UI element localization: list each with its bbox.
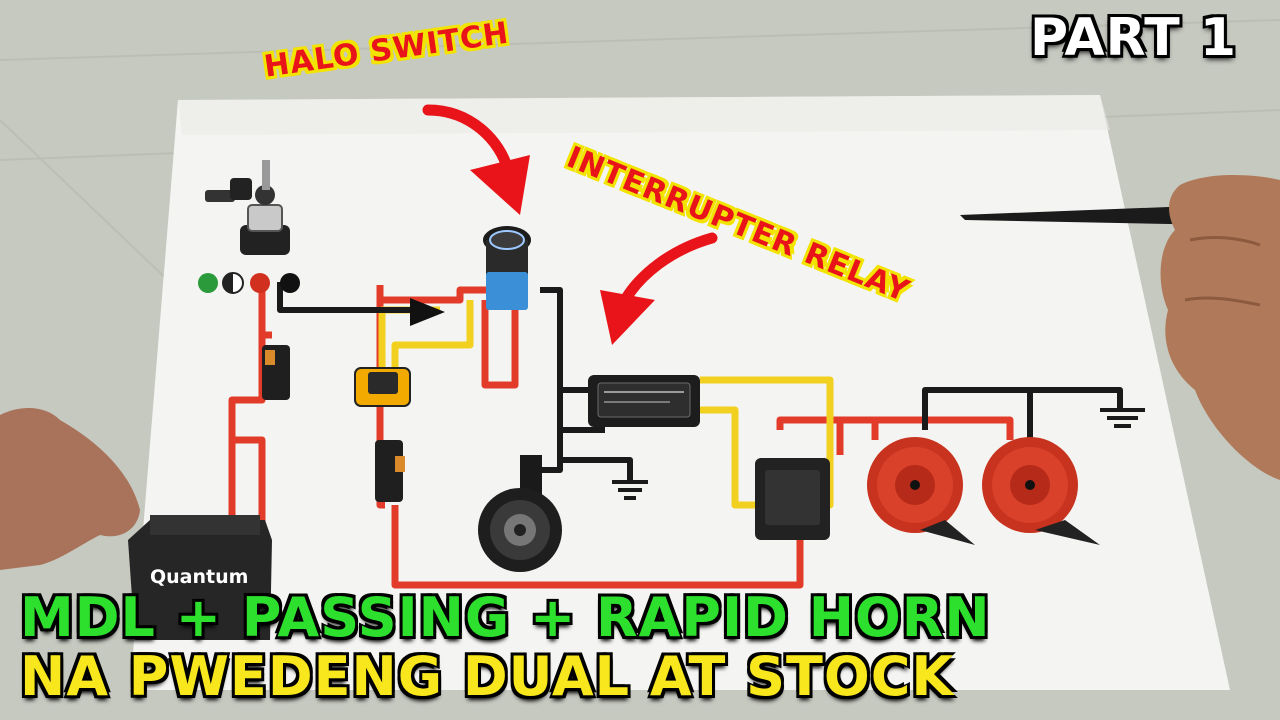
arrow-icon (410, 298, 445, 326)
passing-switch (262, 345, 290, 400)
part-label: PART 1 (1030, 8, 1238, 68)
arrow-icon (422, 104, 530, 215)
hand-left (0, 408, 140, 570)
stock-horn (478, 455, 562, 572)
ignition-key-icon (205, 160, 290, 255)
ground-symbol-icon (1100, 408, 1145, 428)
ignition-terminals (198, 272, 300, 294)
halo-switch (483, 226, 531, 310)
ground-symbol-icon (612, 480, 648, 500)
hand-right (1160, 175, 1280, 480)
black-wires (277, 282, 1123, 480)
horn-switch (375, 440, 405, 502)
red-horn-right (982, 437, 1100, 545)
pen (960, 205, 1222, 225)
headline-line-1: MDL + PASSING + RAPID HORN (20, 586, 991, 649)
headline-line-2: NA PWEDENG DUAL AT STOCK (20, 645, 955, 708)
battery-brand: Quantum (150, 566, 248, 588)
interrupter-relay (588, 375, 700, 427)
dimmer-switch (354, 367, 411, 407)
battery: Quantum (128, 515, 272, 640)
arrow-icon (600, 232, 718, 345)
horn-relay (755, 458, 830, 540)
red-horn-left (867, 437, 975, 545)
